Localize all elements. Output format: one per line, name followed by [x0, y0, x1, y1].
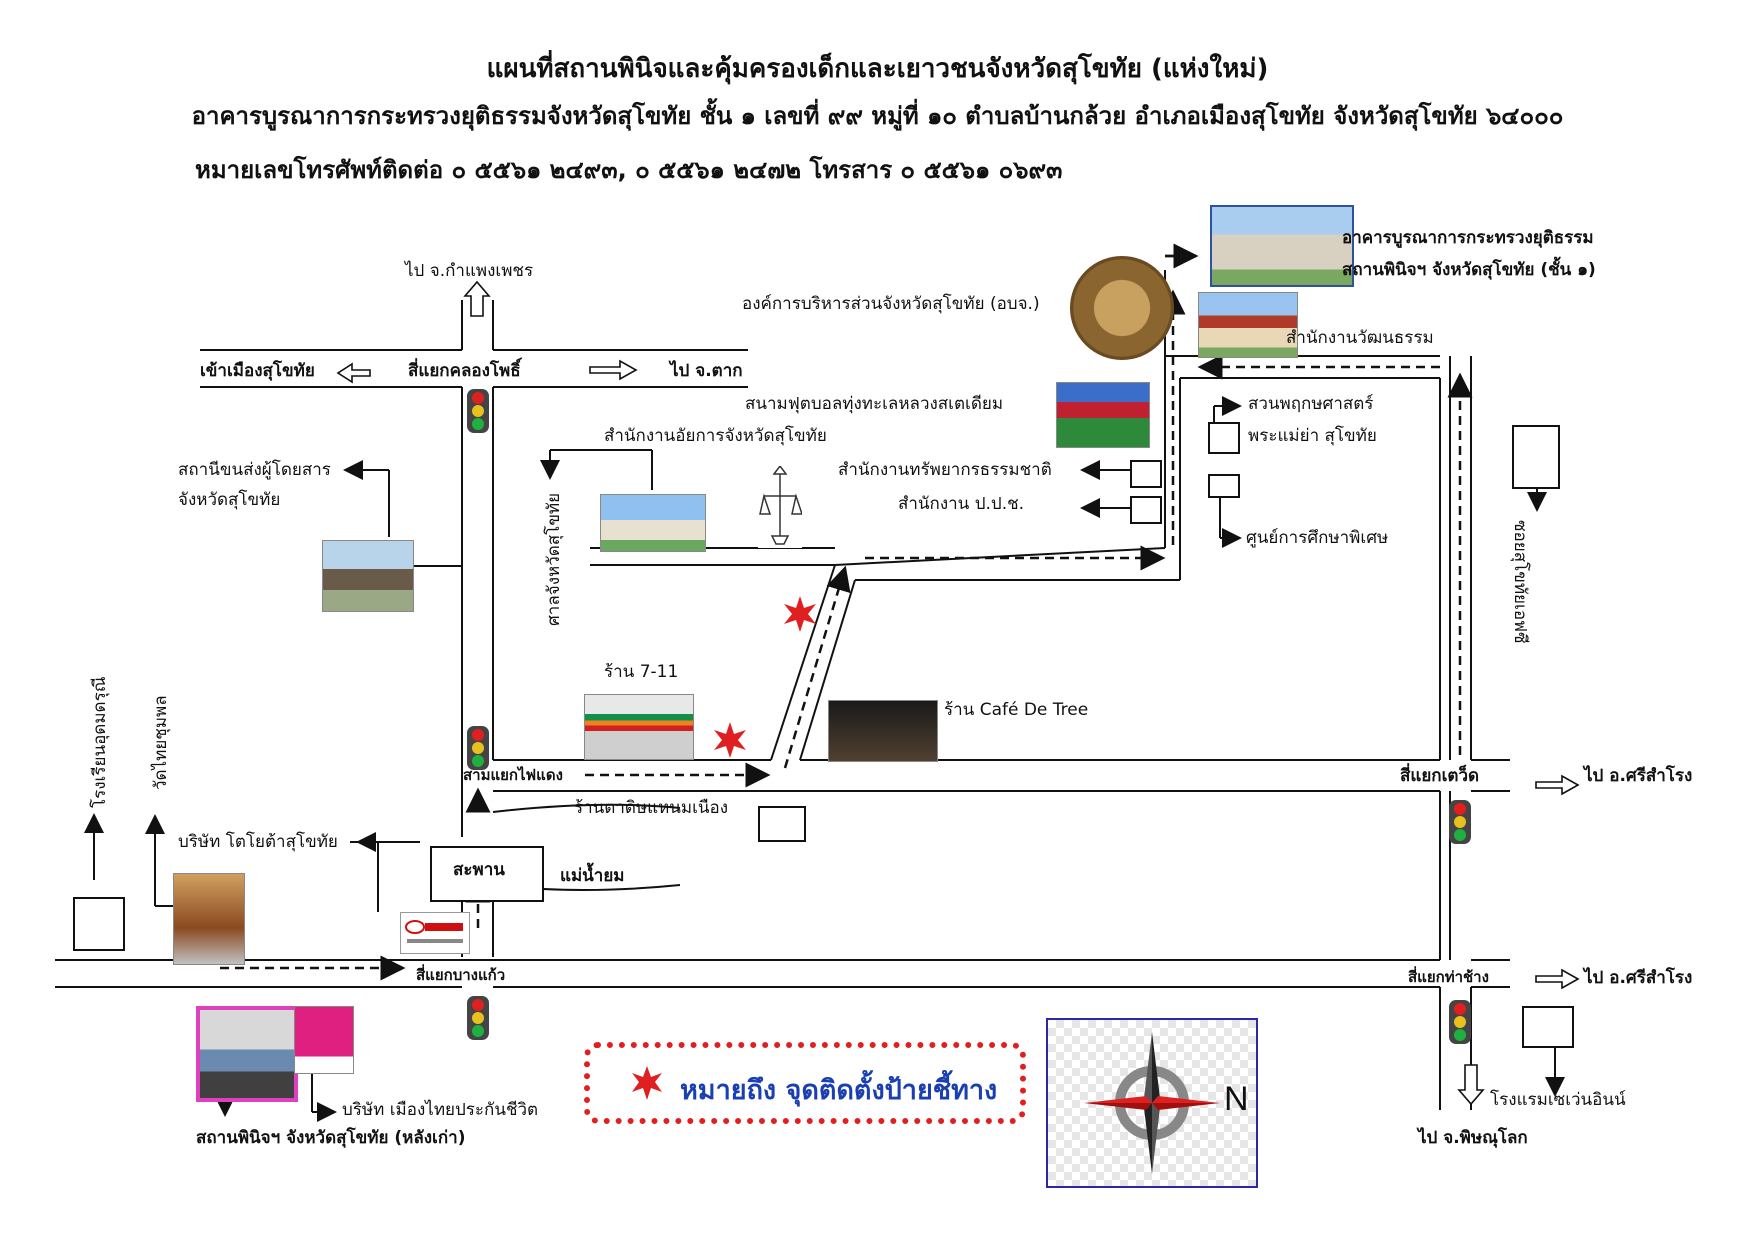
compass-north-label: N — [1224, 1080, 1249, 1118]
label-khlong-pho-junction: สี่แยกคลองโพธิ์ — [408, 361, 521, 381]
map-address: อาคารบูรณาการกระทรวงยุติธรรมจังหวัดสุโขท… — [191, 102, 1564, 130]
culture-office-photo — [1198, 292, 1298, 358]
label-tha-chang-junction: สี่แยกท่าช้าง — [1408, 968, 1489, 986]
label-to-phitsanulok: ไป จ.พิษณุโลก — [1418, 1128, 1528, 1148]
prosecutor-office-photo — [600, 494, 706, 552]
label-pps-office: สำนักงาน ป.ป.ช. — [898, 494, 1025, 514]
bus-terminal-photo — [322, 540, 414, 612]
soi-box — [1512, 425, 1560, 489]
label-natural-resources: สำนักงานทรัพยากรธรรมชาติ — [838, 460, 1052, 480]
legend-box: หมายถึง จุดติดตั้งป้ายชี้ทาง — [584, 1042, 1026, 1124]
signpost-marker — [784, 596, 816, 632]
label-to-kamphaeng-phet: ไป จ.กำแพงเพชร — [405, 261, 534, 281]
label-prosecutor-office: สำนักงานอัยการจังหวัดสุโขทัย — [604, 426, 827, 446]
seven-inn-box — [1522, 1006, 1574, 1048]
label-botanical-2: พระแม่ย่า สุโขทัย — [1248, 426, 1377, 446]
signpost-marker-icon — [632, 1066, 662, 1100]
label-culture-office: สำนักงานวัฒนธรรม — [1286, 328, 1434, 348]
seven-eleven-photo — [584, 694, 694, 760]
traffic-light-icon — [467, 726, 489, 770]
label-udom-school: โรงเรียนอุดมดรุณี — [90, 676, 110, 808]
traffic-light-icon — [1449, 1000, 1471, 1044]
map-phone: หมายเลขโทรศัพท์ติดต่อ ๐ ๕๕๖๑ ๒๔๙๓, ๐ ๕๕๖… — [195, 156, 1063, 184]
label-ta-dit-shop: ร้านตาดิษแหนมเนือง — [574, 798, 729, 818]
traffic-light-icon — [467, 996, 489, 1040]
label-yom-river: แม่น้ำยม — [560, 866, 625, 886]
label-seven-inn: โรงแรมเซเว่นอินน์ — [1490, 1090, 1626, 1110]
label-special-education: ศูนย์การศึกษาพิเศษ — [1246, 528, 1389, 548]
udom-school-box — [73, 897, 125, 951]
label-stadium: สนามฟุตบอลทุ่งทะเลหลวงสเตเดียม — [745, 394, 1004, 414]
justice-scale-emblem — [758, 466, 802, 548]
justice-building-photo — [1210, 205, 1354, 287]
legend-text: หมายถึง จุดติดตั้งป้ายชี้ทาง — [680, 1075, 998, 1106]
label-bang-kaeo-junction: สี่แยกบางแก้ว — [416, 966, 506, 984]
label-muang-thai: บริษัท เมืองไทยประกันชีวิต — [342, 1100, 539, 1120]
botanical-box — [1208, 422, 1240, 454]
label-bridge: สะพาน — [453, 860, 505, 880]
ta-dit-box — [758, 806, 806, 842]
label-to-tak: ไป จ.ตาก — [670, 361, 743, 381]
label-cafe: ร้าน Café De Tree — [944, 700, 1089, 720]
muang-thai-sign — [294, 1006, 354, 1074]
pao-seal — [1070, 256, 1174, 360]
compass-rose: N — [1046, 1018, 1258, 1188]
signpost-markers — [714, 596, 816, 758]
special-education-box — [1208, 474, 1240, 498]
signpost-marker — [714, 722, 746, 758]
wat-thai-photo — [173, 873, 245, 965]
pps-box — [1130, 496, 1162, 524]
label-pao: องค์การบริหารส่วนจังหวัดสุโขทัย (อบจ.) — [742, 294, 1040, 314]
label-tewit-junction: สี่แยกเตว็ด — [1400, 766, 1480, 786]
toyota-sign — [400, 912, 470, 954]
label-to-si-samrong-2: ไป อ.ศรีสำโรง — [1584, 968, 1693, 988]
map-title: แผนที่สถานพินิจและคุ้มครองเด็กและเยาวชนจ… — [486, 54, 1269, 84]
label-justice-building-2: สถานพินิจฯ จังหวัดสุโขทัย (ชั้น ๑) — [1342, 260, 1596, 280]
traffic-light-icon — [1449, 800, 1471, 844]
label-to-si-samrong-1: ไป อ.ศรีสำโรง — [1584, 766, 1693, 786]
bridge-box — [430, 846, 544, 902]
natural-resources-box — [1130, 460, 1162, 488]
old-office-photo — [196, 1006, 298, 1102]
label-soi: ซอยสุโขทัยเอฟซี — [1510, 520, 1530, 644]
label-wat-thai: วัดไทยชุมพล — [151, 695, 171, 790]
label-botanical-1: สวนพฤกษศาสตร์ — [1248, 394, 1374, 414]
label-bus-terminal-1: สถานีขนส่งผู้โดยสาร — [178, 460, 331, 480]
label-sam-yaek-fai-daeng: สามแยกไฟแดง — [463, 766, 563, 784]
traffic-light-icon — [467, 389, 489, 433]
label-old-office: สถานพินิจฯ จังหวัดสุโขทัย (หลังเก่า) — [196, 1128, 466, 1148]
cafe-photo — [828, 700, 938, 762]
label-court: ศาลจังหวัดสุโขทัย — [544, 492, 564, 626]
label-toyota: บริษัท โตโยต้าสุโขทัย — [178, 832, 338, 852]
label-into-sukhothai: เข้าเมืองสุโขทัย — [200, 361, 315, 381]
label-seven-eleven: ร้าน 7-11 — [604, 662, 679, 682]
label-justice-building-1: อาคารบูรณาการกระทรวงยุติธรรม — [1342, 228, 1594, 248]
compass-icon — [1084, 1032, 1220, 1174]
stadium-photo — [1056, 382, 1150, 448]
label-bus-terminal-2: จังหวัดสุโขทัย — [178, 490, 281, 510]
